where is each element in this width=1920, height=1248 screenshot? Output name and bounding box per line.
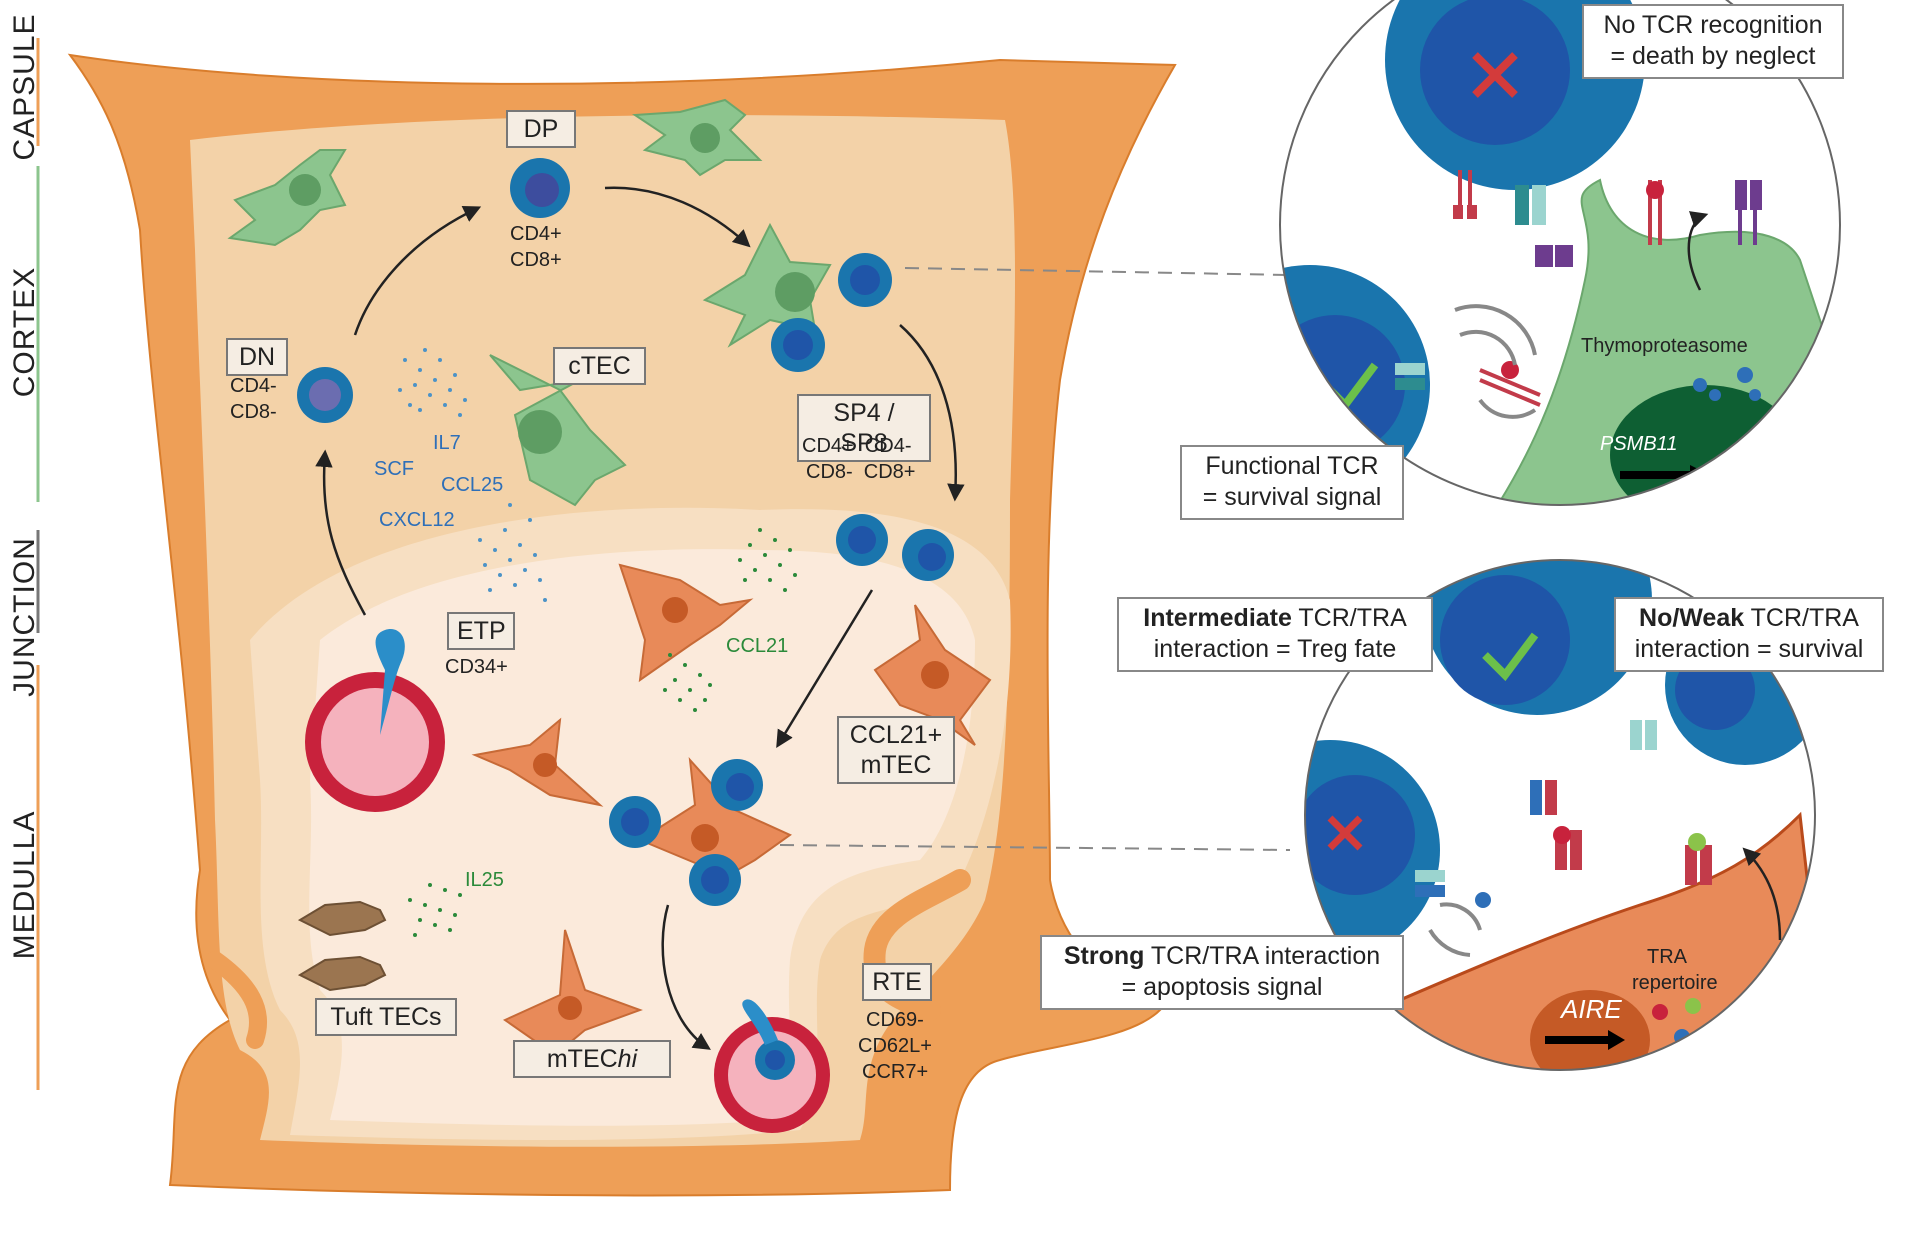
intermediate-box: Intermediate TCR/TRA interaction = Treg … [1117, 597, 1433, 672]
zone-label-cortex: CORTEX [8, 266, 41, 398]
arrow-to-rte [661, 904, 711, 1050]
mtechi-label: mTEChi [513, 1040, 671, 1078]
ctec-cell [631, 98, 763, 177]
thymocyte [689, 854, 741, 906]
etp-marker: CD34+ [445, 656, 508, 678]
connector-cortex [904, 267, 1291, 276]
zone-label-capsule: CAPSULE [8, 13, 41, 161]
zone-label-medulla: MEDULLA [8, 810, 41, 960]
functional-tcr-box: Functional TCR = survival signal [1180, 445, 1404, 520]
rte-marker-cd62l: CD62L+ [858, 1035, 932, 1057]
tra-line1: TRA [1647, 946, 1687, 968]
connector-medulla [779, 844, 1291, 851]
weak-line1: No/Weak TCR/TRA [1626, 603, 1872, 634]
thymocyte [836, 514, 888, 566]
thymocyte-dp [510, 158, 570, 218]
aire-gene-label: AIRE [1561, 994, 1622, 1024]
thymocyte [902, 529, 954, 581]
intermediate-line1: Intermediate TCR/TRA [1129, 603, 1421, 634]
dp-marker-cd4: CD4+ [510, 223, 562, 245]
weak-rest: TCR/TRA [1744, 604, 1859, 632]
inset-medulla-graphics [1305, 560, 1815, 1070]
functional-line2: = survival signal [1202, 483, 1382, 512]
strong-bold: Strong [1063, 942, 1145, 970]
weak-bold: No/Weak [1639, 604, 1745, 632]
thymocyte [609, 796, 661, 848]
sp-markers-line2: CD8- CD8+ [806, 461, 916, 483]
dn-marker-cd8: CD8- [230, 401, 277, 423]
zone-label-junction: JUNCTION [8, 537, 41, 697]
cytokine-cxcl12: CXCL12 [379, 509, 455, 531]
ccl21-mtec-label: CCL21+ mTEC [837, 716, 955, 784]
mtec-cell [618, 563, 754, 683]
intermediate-line2: interaction = Treg fate [1153, 635, 1397, 664]
thymocyte [838, 253, 892, 307]
dp-label: DP [506, 110, 576, 148]
cytokine-il7: IL7 [433, 432, 461, 454]
ctec-cell [227, 149, 347, 247]
mtec-cell [471, 717, 604, 807]
mtec-cell [873, 604, 992, 746]
cytokine-dots-cxcl12 [478, 503, 547, 602]
dn-label: DN [226, 338, 288, 376]
rte-label: RTE [862, 963, 932, 1001]
weak-box: No/Weak TCR/TRA interaction = survival [1614, 597, 1884, 672]
arrow-dp-to-ctec [604, 186, 751, 248]
tuft-cell [297, 900, 387, 992]
rte-marker-cd69: CD69- [866, 1009, 924, 1031]
inset-cortex-border [1279, 0, 1841, 506]
strong-line2: = apoptosis signal [1121, 973, 1323, 1002]
sp-label: SP4 / SP8 [797, 394, 931, 462]
sp-markers-line1: CD4+ CD4- [802, 435, 912, 457]
no-tcr-box: No TCR recognition = death by neglect [1582, 4, 1844, 79]
no-tcr-line1: No TCR recognition [1603, 11, 1823, 39]
etp-label: ETP [447, 612, 515, 650]
thymoproteasome-label: Thymoproteasome [1581, 335, 1748, 357]
arrow-sp-to-medulla [776, 589, 874, 748]
blood-vessel-rte [714, 999, 830, 1133]
strong-line1: Strong TCR/TRA interaction [1052, 941, 1392, 972]
thymocyte [771, 318, 825, 372]
cytokine-dots-ccl21-upper [738, 528, 797, 592]
intermediate-rest: TCR/TRA [1291, 604, 1407, 632]
ccl21-mtec-line1: CCL21+ [849, 721, 943, 749]
ctec-cell [702, 222, 832, 348]
strong-rest: TCR/TRA interaction [1144, 942, 1381, 970]
cytokine-scf: SCF [374, 458, 414, 480]
cytokine-ccl21: CCL21 [726, 635, 789, 657]
mtechi-main: mTEC [546, 1045, 618, 1073]
arrow-to-sp [899, 324, 965, 502]
tra-line2: repertoire [1632, 972, 1718, 994]
thymocyte-dn [297, 367, 353, 423]
mtechi-italic: hi [617, 1045, 638, 1073]
blood-vessel-etp [305, 629, 445, 812]
arrow-etp-to-dn [315, 449, 367, 616]
intermediate-bold: Intermediate [1143, 604, 1292, 632]
cytokine-il25: IL25 [465, 869, 504, 891]
inset-medulla-border [1304, 559, 1816, 1071]
arrow-dn-to-dp [353, 206, 482, 336]
psmb11-gene-label: PSMB11 [1600, 433, 1678, 455]
ccl21-mtec-line2: mTEC [860, 751, 932, 779]
dn-marker-cd4: CD4- [230, 375, 277, 397]
ctec-label: cTEC [553, 347, 646, 385]
cytokine-ccl25: CCL25 [441, 474, 504, 496]
no-tcr-line2: = death by neglect [1610, 42, 1816, 71]
weak-line2: interaction = survival [1634, 635, 1864, 664]
strong-box: Strong TCR/TRA interaction = apoptosis s… [1040, 935, 1404, 1010]
development-arrows [315, 186, 965, 1050]
thymocyte [711, 759, 763, 811]
dp-marker-cd8: CD8+ [510, 249, 562, 271]
rte-marker-ccr7: CCR7+ [862, 1061, 929, 1083]
cytokine-dots-ccl21-lower [663, 653, 712, 712]
functional-line1: Functional TCR [1205, 452, 1379, 480]
tuft-tecs-label: Tuft TECs [315, 998, 457, 1036]
cytokine-dots-il7 [398, 348, 467, 417]
cytokine-dots-il25 [408, 883, 462, 937]
